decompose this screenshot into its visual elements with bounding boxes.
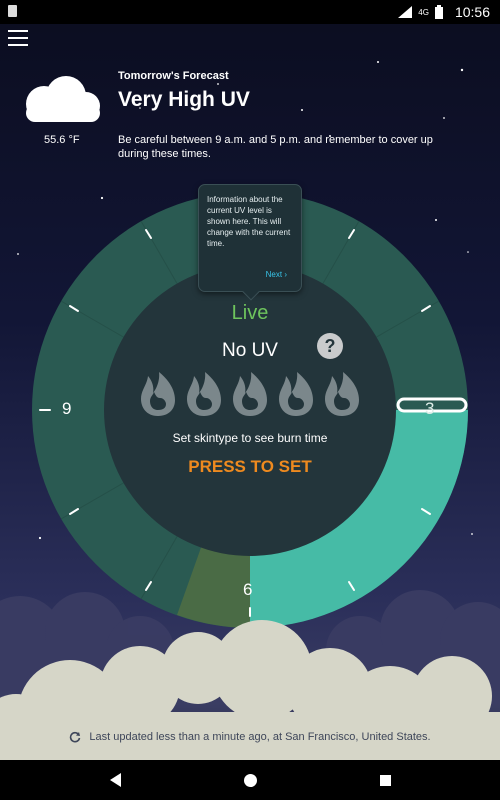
- temperature: 55.6 °F: [44, 134, 80, 146]
- nav-home-button[interactable]: [230, 760, 270, 800]
- network-type: 4G: [418, 7, 429, 17]
- home-icon: [243, 773, 257, 787]
- nav-back-button[interactable]: [95, 760, 135, 800]
- status-icons: 4G 10:56: [398, 4, 490, 20]
- status-time: 10:56: [454, 4, 490, 20]
- signal-icon: [398, 6, 413, 18]
- clouds-illustration: [0, 590, 500, 760]
- back-icon: [109, 773, 121, 787]
- forecast-label: Tomorrow's Forecast: [118, 70, 229, 82]
- hamburger-menu-icon[interactable]: [8, 30, 28, 46]
- tooltip-text: Information about the current UV level i…: [207, 195, 291, 248]
- moon-cloud-icon: [26, 62, 100, 122]
- tooltip-next-link[interactable]: Next ›: [265, 270, 287, 279]
- last-updated-text: Last updated less than a minute ago, at …: [89, 731, 431, 743]
- forecast-title: Very High UV: [118, 88, 250, 111]
- press-to-set-button[interactable]: PRESS TO SET: [188, 457, 312, 476]
- question-mark-icon[interactable]: ?: [317, 333, 343, 359]
- navigation-bar: [0, 760, 500, 800]
- menu-bar: [8, 37, 28, 39]
- status-bar: 4G 10:56: [0, 0, 500, 24]
- sd-card-icon: [8, 5, 17, 17]
- refresh-icon[interactable]: [69, 731, 81, 743]
- dial-center: [104, 264, 396, 556]
- time-handle[interactable]: [396, 397, 468, 413]
- nav-recents-button[interactable]: [365, 760, 405, 800]
- battery-icon: [434, 5, 443, 19]
- forecast-description: Be careful between 9 a.m. and 5 p.m. and…: [118, 134, 433, 160]
- menu-bar: [8, 30, 28, 32]
- info-tooltip: Information about the current UV level i…: [198, 184, 302, 301]
- last-updated: Last updated less than a minute ago, at …: [0, 731, 500, 743]
- menu-bar: [8, 44, 28, 46]
- recents-icon: [379, 774, 391, 786]
